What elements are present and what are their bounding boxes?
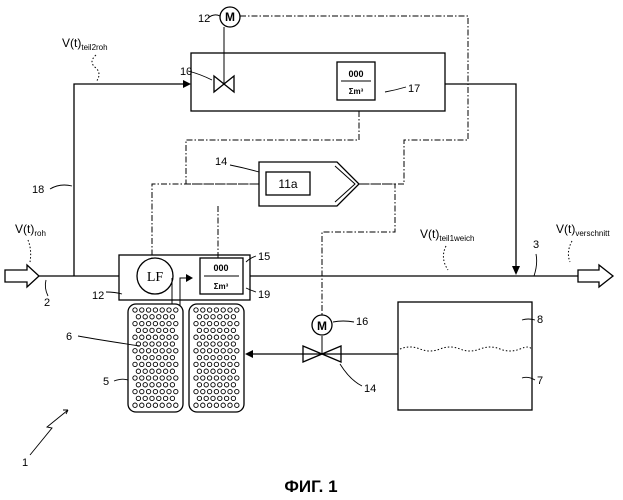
leader-3	[534, 254, 537, 276]
ref-12: 12	[92, 290, 104, 302]
bypass-unit-box	[191, 53, 445, 111]
brine-arrow-head	[245, 350, 253, 358]
bypass-line	[74, 84, 183, 276]
leader-5	[114, 379, 128, 381]
figure-caption: ФИГ. 1	[284, 477, 337, 496]
ref-1: 1	[22, 457, 28, 469]
ref-16: 16	[356, 316, 368, 328]
controller-11a-label: 11a	[278, 177, 297, 191]
leader-1	[30, 410, 68, 455]
brine-tank	[398, 302, 532, 410]
leader-v-roh	[28, 240, 31, 262]
ref-14: 15	[258, 251, 270, 263]
inlet-arrow	[5, 265, 39, 287]
main-line-group	[5, 265, 613, 287]
leader-v-verschnitt	[568, 241, 572, 262]
label-v-verschnitt: V(t)verschnitt	[556, 222, 610, 238]
conductivity-symbol: LF	[147, 270, 164, 285]
ref-2: 2	[44, 297, 50, 309]
leader-2	[45, 280, 48, 296]
leader-15	[340, 364, 362, 386]
ref-19: 19	[258, 289, 270, 301]
leader-18	[50, 185, 72, 189]
ref-7: 7	[537, 375, 543, 387]
motor-bottom-symbol: M	[317, 319, 327, 333]
signal-conductivity	[152, 184, 259, 258]
return-arrow-head	[512, 266, 520, 275]
ref-18: 18	[32, 184, 44, 196]
label-v-teil2roh: V(t)teil2roh	[62, 36, 108, 52]
leader-v-teil1weich	[443, 246, 448, 270]
ref-11: 14	[215, 156, 227, 168]
meter-top-display: 000	[348, 69, 363, 79]
label-v-teil1weich: V(t)teil1weich	[420, 227, 474, 243]
ref-6: 6	[66, 331, 72, 343]
leader-v-teil2roh	[92, 55, 99, 82]
ref-10: 12	[198, 13, 210, 25]
ref-3: 3	[533, 239, 539, 251]
ref-5: 5	[103, 376, 109, 388]
leader-16	[333, 321, 354, 322]
leader-11	[230, 165, 259, 172]
label-v-roh: V(t)roh	[15, 222, 46, 238]
ref-8: 8	[537, 314, 543, 326]
meter-bottom-total: Σm³	[214, 282, 229, 291]
ref-17: 17	[408, 83, 420, 95]
bypass-arrow-head	[183, 80, 191, 88]
meter-top-total: Σm³	[349, 87, 364, 96]
motor-top-symbol: M	[225, 10, 235, 24]
outlet-arrow	[578, 265, 613, 287]
ref-15: 14	[364, 383, 376, 395]
meter-bottom-display: 000	[213, 263, 228, 273]
